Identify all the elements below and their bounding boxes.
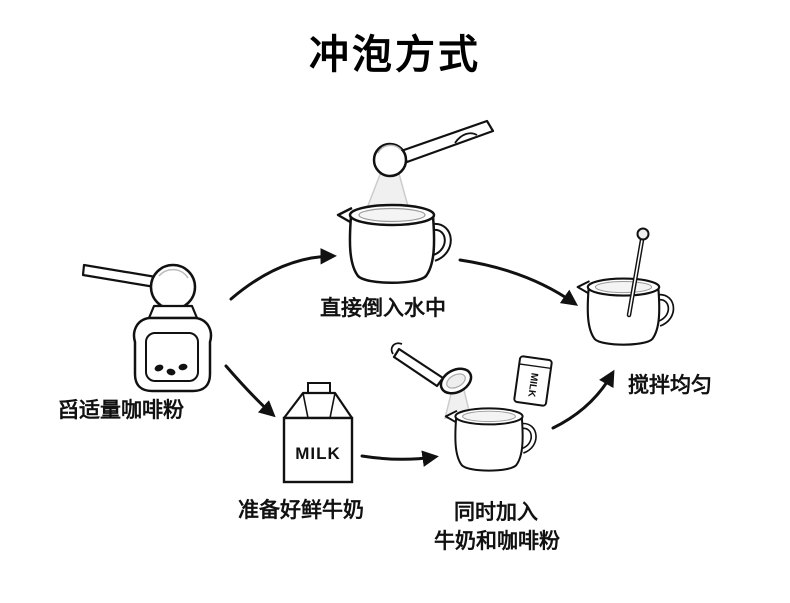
step-label-milk: 准备好鲜牛奶 bbox=[238, 498, 364, 522]
pour-spoon-top-icon bbox=[372, 119, 495, 178]
step-label-scoop: 舀适量咖啡粉 bbox=[58, 399, 184, 422]
milk-packet-icon: MILK bbox=[513, 355, 553, 407]
step-label-stir: 搅拌均匀 bbox=[628, 373, 712, 397]
flow-arrows bbox=[224, 247, 615, 467]
mix-pitcher-icon bbox=[446, 408, 534, 470]
stir-pitcher-icon bbox=[578, 227, 671, 345]
arrow-water-to-stir bbox=[458, 258, 579, 306]
arrow-jar-to-water bbox=[229, 247, 337, 301]
milk-carton-label: MILK bbox=[295, 444, 341, 463]
step-label-add-line1: 同时加入 bbox=[454, 501, 538, 524]
step-label-pour-water: 直接倒入水中 bbox=[320, 297, 446, 320]
milk-packet-label: MILK bbox=[525, 372, 539, 399]
coffee-jar-icon bbox=[81, 263, 213, 393]
page-title: 冲泡方式 bbox=[309, 33, 481, 77]
pour-spoon-bottom-icon bbox=[390, 342, 473, 395]
coffee-beans-icon bbox=[154, 363, 188, 376]
milk-carton-icon: MILK bbox=[282, 382, 354, 484]
stirrer-icon bbox=[626, 227, 650, 318]
arrow-milk-to-pitcher bbox=[360, 450, 439, 467]
arrow-pitcher-to-stir bbox=[551, 369, 615, 430]
step-label-add-line2: 牛奶和咖啡粉 bbox=[434, 529, 560, 553]
water-pitcher-icon bbox=[338, 205, 448, 283]
arrow-jar-to-milk bbox=[224, 364, 276, 418]
